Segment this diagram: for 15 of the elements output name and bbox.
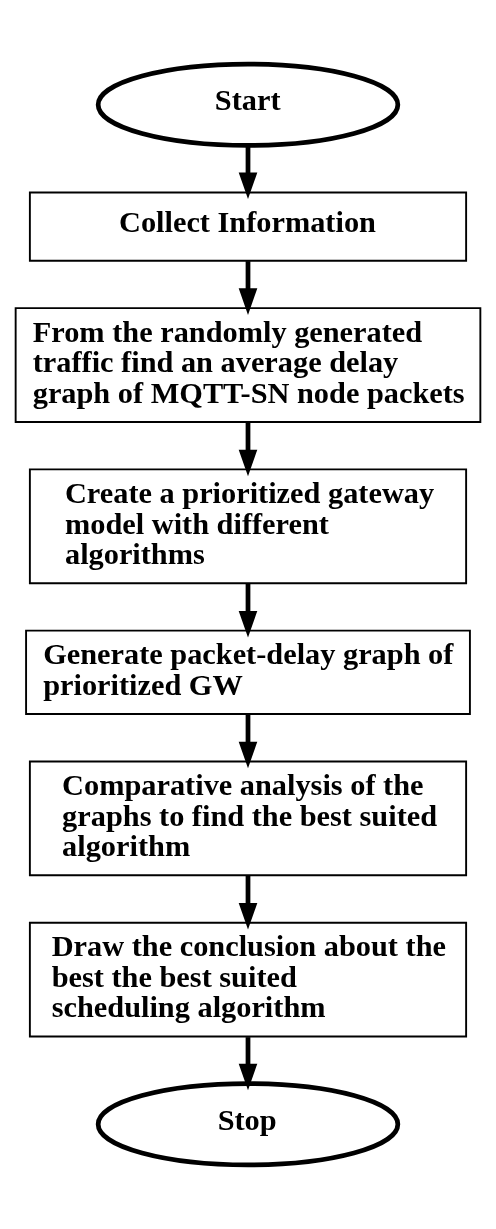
arrow [238,1037,258,1091]
arrow [238,145,258,200]
node-box: Collect Information [28,191,468,262]
node-box: From the randomly generated traffic find an average delay graph of MQTT-SN node packets [14,307,482,423]
node-ellipse: Start [95,61,401,148]
node-ellipse: Stop [95,1081,401,1168]
node-box: Create a prioritized gateway model with different algorithms [28,468,468,585]
node-box: Draw the conclusion about the best the best suited scheduling algorithm [28,921,468,1038]
arrow [238,261,258,315]
arrow [238,875,258,930]
node-box: Comparative analysis of the graphs to find the best suited algorithm [28,760,468,877]
arrow [238,422,258,477]
arrow [238,714,258,769]
arrow [238,583,258,638]
node-box: Generate packet-delay graph of prioritized GW [25,629,471,716]
